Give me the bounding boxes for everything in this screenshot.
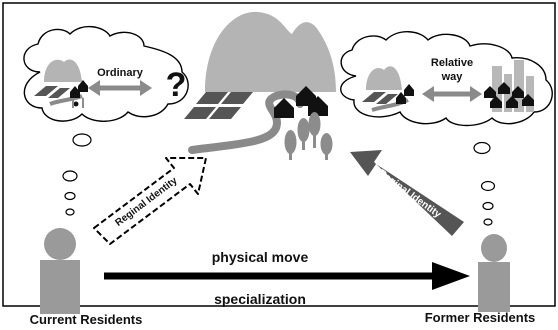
right-double-arrow-head-left [422,86,434,102]
relative-label-line2: way [441,71,464,83]
road-illustration [188,90,304,154]
city-houses [484,82,534,108]
right-cloud-mountain [366,66,402,90]
question-mark: ? [166,66,187,104]
houses-illustration [274,86,328,118]
physical-move-label: physical move [212,249,309,265]
left-cloud-houses [70,80,88,107]
right-cloud-bubbles [473,141,496,226]
ordinary-label: Ordinary [97,67,144,79]
left-cloud-trees [72,98,84,108]
former-resident-figure [478,234,510,312]
right-thought-cloud: Relative way [340,31,553,127]
left-cloud-outline [23,26,189,122]
physical-move-arrow [104,262,470,290]
left-thought-cloud: Ordinary ? [23,26,189,122]
specialization-label: specialization [214,291,306,307]
right-cloud-houses [396,84,414,104]
central-landscape [184,11,336,160]
former-residents-label: Former Residents [425,310,536,325]
current-residents-label: Current Residents [30,312,143,327]
left-double-arrow-head-right [140,80,152,96]
dashed-arrow-shape [93,157,207,245]
relative-label-line1: Relative [431,57,473,69]
current-resident-figure [40,228,80,314]
right-cloud-fields [362,92,398,104]
trees-illustration [284,112,333,160]
filled-arrow-shape [350,150,464,236]
right-double-arrow-head-right [470,86,482,102]
mountain-illustration [205,11,336,92]
move-arrow-head [432,262,470,290]
left-cloud-bubbles [62,133,92,216]
left-cloud-fields [34,86,70,98]
left-double-arrow-head-left [88,80,100,96]
rice-fields [184,92,253,119]
left-cloud-mountain [44,59,82,82]
